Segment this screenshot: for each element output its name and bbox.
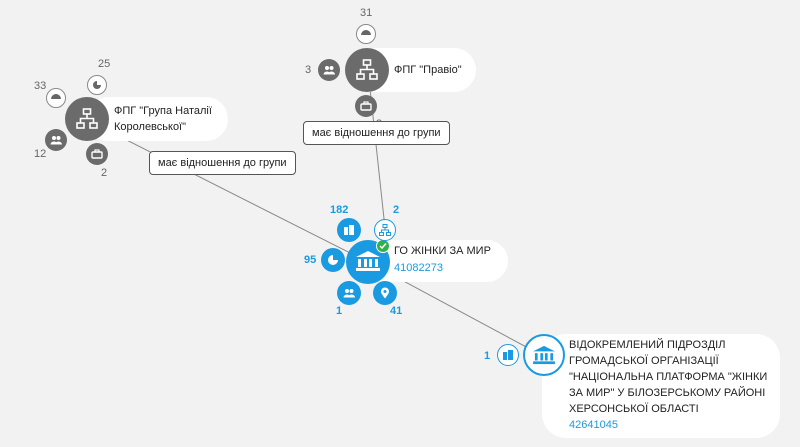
briefcase-icon <box>360 101 372 111</box>
node-korolevska[interactable] <box>65 97 109 141</box>
korolevska-count-bottom-left: 12 <box>34 148 47 160</box>
briefcase-icon <box>91 149 103 159</box>
umbrella-icon <box>51 94 61 99</box>
zhinky-count-bottom-right: 41 <box>390 305 403 317</box>
subdivision-title-line: ГРОМАДСЬКОЇ ОРГАНІЗАЦІЇ <box>569 355 719 367</box>
edge-label-korolevska[interactable]: має відношення до групи <box>149 151 296 175</box>
node-korolevska-title: ФПГ "Група Наталії Королевської" <box>114 105 212 133</box>
node-pravio[interactable] <box>345 48 389 92</box>
korolevska-sat-top[interactable] <box>87 75 107 95</box>
edge-korolevska-zhinky <box>86 119 369 263</box>
zhinky-sat-left[interactable] <box>321 248 345 272</box>
korolevska-count-left: 33 <box>34 80 47 92</box>
subdivision-title-line: ВІДОКРЕМЛЕНИЙ ПІДРОЗДІЛ <box>569 339 726 351</box>
zhinky-sat-top-left[interactable] <box>337 218 361 242</box>
node-subdivision-label-bg[interactable] <box>542 334 780 438</box>
korolevska-count-top: 25 <box>98 58 111 70</box>
subdivision-count-left: 1 <box>484 350 491 362</box>
people-icon <box>323 66 335 75</box>
node-pravio-title: ФПГ "Правіо" <box>394 64 462 76</box>
buildings-icon <box>344 225 354 235</box>
buildings-icon <box>503 350 513 360</box>
korolevska-count-bottom: 2 <box>101 167 108 179</box>
node-subdivision-title: ВІДОКРЕМЛЕНИЙ ПІДРОЗДІЛ ГРОМАДСЬКОЇ ОРГА… <box>569 337 774 433</box>
subdivision-title-line: ЗА МИР" У БІЛОЗЕРСЬКОМУ РАЙОНІ <box>569 387 766 399</box>
pie-icon <box>328 255 338 265</box>
subdivision-title-line: ХЕРСОНСЬКОЇ ОБЛАСТІ <box>569 403 699 415</box>
korolevska-sat-bottom[interactable] <box>86 143 108 165</box>
people-icon <box>50 136 62 145</box>
umbrella-icon <box>361 30 371 35</box>
pravio-count-top: 31 <box>360 7 373 19</box>
location-pin-icon <box>381 287 389 299</box>
zhinky-count-bottom-left: 1 <box>336 305 343 317</box>
node-korolevska-label-bg[interactable] <box>86 97 228 141</box>
zhinky-sat-bottom-left[interactable] <box>337 281 361 305</box>
pravio-count-left: 3 <box>305 64 312 76</box>
institution-icon <box>533 345 555 365</box>
edge-label-pravio[interactable]: має відношення до групи <box>303 121 450 145</box>
verified-check-icon <box>376 239 390 253</box>
institution-icon <box>356 251 380 271</box>
pravio-sat-left[interactable] <box>318 59 340 81</box>
node-subdivision-code[interactable]: 42641045 <box>569 419 618 431</box>
subdivision-sat-left[interactable] <box>497 344 519 366</box>
subdivision-title-line: "НАЦІОНАЛЬНА ПЛАТФОРМА "ЖІНКИ <box>569 371 768 383</box>
zhinky-count-top-left: 182 <box>330 204 349 216</box>
node-subdivision[interactable] <box>523 334 565 376</box>
zhinky-count-left: 95 <box>304 254 317 266</box>
zhinky-count-top-right: 2 <box>393 204 400 216</box>
zhinky-sat-top-right[interactable] <box>374 219 396 241</box>
korolevska-sat-left[interactable] <box>46 88 66 108</box>
hierarchy-icon <box>76 108 98 129</box>
pravio-sat-top[interactable] <box>356 24 376 44</box>
korolevska-sat-bottom-left[interactable] <box>45 129 67 151</box>
node-zhinky-title: ГО ЖІНКИ ЗА МИР <box>394 245 491 257</box>
people-icon <box>343 289 355 298</box>
zhinky-sat-bottom-right[interactable] <box>373 281 397 305</box>
edge-pravio-zhinky <box>367 69 386 229</box>
hierarchy-icon <box>379 224 391 236</box>
hierarchy-icon <box>356 59 378 80</box>
node-zhinky-code[interactable]: 41082273 <box>394 262 443 274</box>
pravio-sat-bottom[interactable] <box>355 95 377 117</box>
pie-icon <box>93 81 101 89</box>
